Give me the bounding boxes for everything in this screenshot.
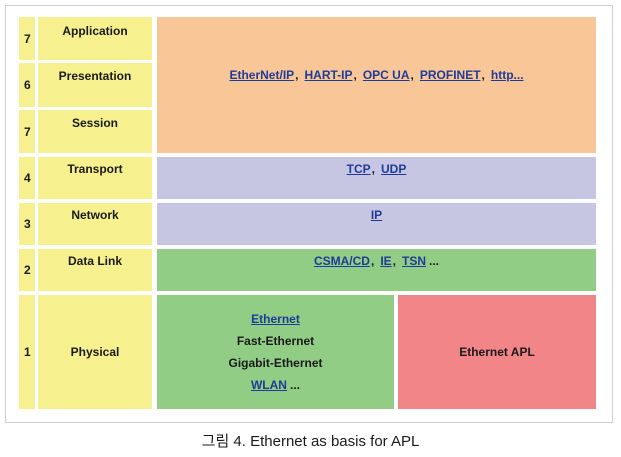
layer-number-2-datalink: 2	[19, 249, 35, 291]
datalink-ellipsis: ...	[429, 254, 440, 268]
layer-name-application: Application	[38, 17, 152, 60]
separator: ,	[392, 254, 396, 268]
protocol-link-csma-cd[interactable]: CSMA/CD	[313, 254, 370, 268]
physical-ethernet-variants-box: Ethernet Fast-Ethernet Gigabit-Ethernet …	[157, 295, 394, 409]
separator: ,	[481, 68, 485, 82]
layer-name-session: Session	[38, 110, 152, 153]
protocol-link-tcp[interactable]: TCP	[346, 162, 371, 176]
separator: ,	[371, 162, 375, 176]
layer-name-network: Network	[38, 203, 152, 245]
protocol-link-http[interactable]: http...	[490, 68, 524, 82]
protocol-link-opc-ua[interactable]: OPC UA	[362, 68, 410, 82]
physical-ethernet-apl-box: Ethernet APL	[398, 295, 596, 409]
layer-number-4-transport: 4	[19, 157, 35, 199]
datalink-protocol-list: CSMA/CD, IE, TSN ...	[314, 254, 439, 268]
protocol-link-udp[interactable]: UDP	[381, 162, 407, 176]
layer-name-physical: Physical	[38, 295, 152, 409]
layer-number-1-physical: 1	[19, 295, 35, 409]
physical-gigabit-ethernet: Gigabit-Ethernet	[228, 356, 323, 370]
physical-fast-ethernet: Fast-Ethernet	[236, 334, 315, 348]
figure-caption: 그림 4. Ethernet as basis for APL	[201, 433, 420, 450]
physical-link-ethernet[interactable]: Ethernet	[251, 312, 300, 326]
physical-wlan-line: WLAN...	[251, 378, 300, 392]
physical-link-wlan[interactable]: WLAN	[250, 378, 287, 392]
protocol-link-profinet[interactable]: PROFINET	[419, 68, 481, 82]
layer-number-6-presentation: 6	[19, 63, 35, 107]
layer-name-transport: Transport	[38, 157, 152, 199]
layer-name-presentation: Presentation	[38, 63, 152, 107]
layer-number-7-application: 7	[19, 17, 35, 60]
physical-ethernet-line: Ethernet	[251, 312, 300, 326]
network-layer-protocols-box: IP	[157, 203, 596, 245]
transport-protocol-list: TCP, UDP	[347, 162, 407, 176]
wlan-ellipsis: ...	[289, 378, 300, 392]
upper-layers-protocols-box: EtherNet/IP, HART-IP, OPC UA, PROFINET, …	[157, 17, 596, 153]
protocol-link-ie[interactable]: IE	[380, 254, 392, 268]
protocol-link-ip[interactable]: IP	[370, 208, 383, 222]
separator: ,	[410, 68, 414, 82]
separator: ,	[353, 68, 357, 82]
layer-name-datalink: Data Link	[38, 249, 152, 291]
upper-layers-protocol-list: EtherNet/IP, HART-IP, OPC UA, PROFINET, …	[229, 68, 523, 82]
layer-number-session: 7	[19, 110, 35, 153]
transport-layer-protocols-box: TCP, UDP	[157, 157, 596, 199]
protocol-link-tsn[interactable]: TSN	[402, 254, 426, 268]
protocol-link-ethernet-ip[interactable]: EtherNet/IP	[229, 68, 295, 82]
datalink-layer-protocols-box: CSMA/CD, IE, TSN ...	[157, 249, 596, 291]
protocol-link-hart-ip[interactable]: HART-IP	[304, 68, 353, 82]
separator: ,	[295, 68, 299, 82]
separator: ,	[370, 254, 375, 268]
layer-number-3-network: 3	[19, 203, 35, 245]
